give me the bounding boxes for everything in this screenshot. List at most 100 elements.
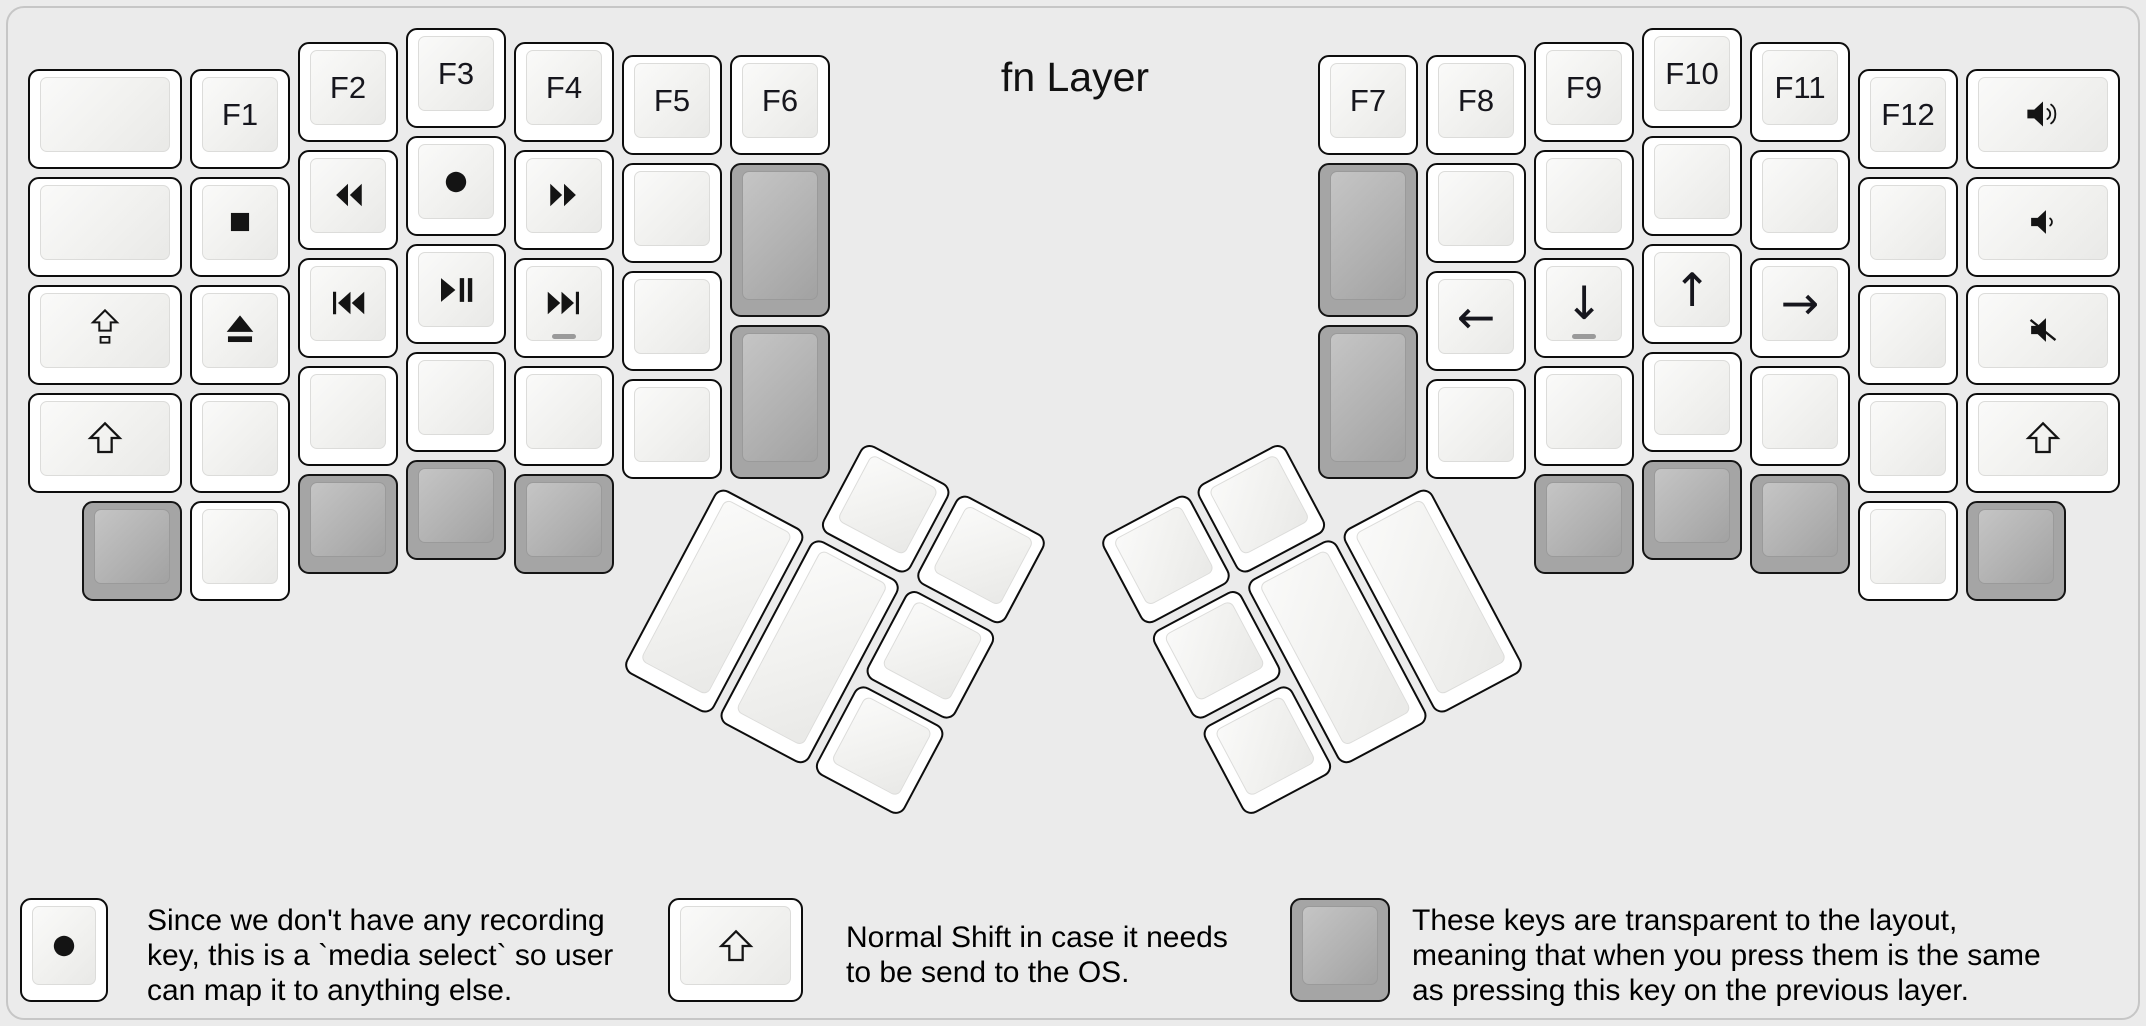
key-legend: ↓: [1564, 276, 1604, 330]
shift-note-text: Normal Shift in case it needs to be send…: [846, 921, 1228, 989]
key-stop[interactable]: [190, 176, 290, 277]
key-up-arrow[interactable]: ↑: [1642, 244, 1742, 344]
key-eject[interactable]: [190, 284, 290, 385]
key-blank[interactable]: [406, 352, 506, 452]
key-transparent[interactable]: [514, 473, 614, 574]
legend-key-transparent: [1290, 898, 1390, 1002]
caps-lock-icon: [90, 308, 120, 344]
key-blank[interactable]: [622, 163, 722, 263]
key-rewind[interactable]: [298, 149, 398, 250]
key-transparent[interactable]: [1750, 473, 1850, 574]
key-skip-forward[interactable]: [514, 257, 614, 358]
key-transparent[interactable]: [1318, 325, 1418, 479]
key-blank[interactable]: [1858, 284, 1958, 385]
keyboard-right-half: F7 F8 ← F9 ↓ F10 ↑ F11 → F12: [1314, 24, 2120, 618]
key-play-pause[interactable]: [406, 244, 506, 344]
volume-up-icon: [2027, 101, 2057, 127]
key-f7[interactable]: F7: [1318, 55, 1418, 155]
key-blank[interactable]: [1750, 365, 1850, 466]
key-blank[interactable]: [1642, 136, 1742, 236]
key-blank[interactable]: [514, 365, 614, 466]
key-legend: F1: [221, 96, 259, 132]
key-record[interactable]: [406, 136, 506, 236]
key-mute[interactable]: [1966, 284, 2120, 385]
key-shift[interactable]: [1966, 392, 2120, 493]
record-icon: [445, 171, 467, 192]
key-legend: F10: [1665, 56, 1719, 91]
key-transparent[interactable]: [82, 500, 182, 601]
key-shift[interactable]: [28, 392, 182, 493]
key-blank[interactable]: [1750, 149, 1850, 250]
keyboard-left-half: F1 F2 F3 F4 F5 F6: [24, 24, 830, 618]
key-transparent[interactable]: [406, 460, 506, 560]
stop-icon: [230, 212, 250, 232]
key-transparent[interactable]: [1534, 473, 1634, 574]
key-blank[interactable]: [28, 68, 182, 169]
key-f6[interactable]: F6: [730, 55, 830, 155]
key-blank[interactable]: [1858, 392, 1958, 493]
key-transparent[interactable]: [1642, 460, 1742, 560]
key-legend: F11: [1774, 69, 1826, 105]
fast-forward-icon: [550, 183, 576, 207]
key-f8[interactable]: F8: [1426, 55, 1526, 155]
key-left-arrow[interactable]: ←: [1426, 271, 1526, 371]
key-f12[interactable]: F12: [1858, 68, 1958, 169]
key-legend: F12: [1881, 96, 1935, 132]
mute-icon: [2029, 318, 2057, 342]
key-volume-up[interactable]: [1966, 68, 2120, 169]
rewind-icon: [336, 183, 362, 207]
key-f5[interactable]: F5: [622, 55, 722, 155]
key-blank[interactable]: [1426, 163, 1526, 263]
key-legend: F7: [1349, 83, 1387, 118]
key-legend: F4: [545, 69, 583, 105]
layer-title: fn Layer: [1000, 54, 1150, 100]
key-f4[interactable]: F4: [514, 41, 614, 142]
key-f11[interactable]: F11: [1750, 41, 1850, 142]
key-legend: F8: [1457, 83, 1495, 118]
key-blank[interactable]: [28, 176, 182, 277]
key-skip-back[interactable]: [298, 257, 398, 358]
key-blank[interactable]: [1642, 352, 1742, 452]
key-blank[interactable]: [298, 365, 398, 466]
key-transparent[interactable]: [1966, 500, 2066, 601]
key-f9[interactable]: F9: [1534, 41, 1634, 142]
eject-icon: [226, 315, 254, 343]
key-legend: ←: [1456, 289, 1496, 344]
homing-dash: [552, 334, 576, 340]
key-f3[interactable]: F3: [406, 28, 506, 128]
key-f1[interactable]: F1: [190, 68, 290, 169]
key-legend: F2: [329, 69, 367, 105]
key-transparent[interactable]: [1318, 163, 1418, 317]
key-legend: F6: [761, 83, 799, 118]
shift-icon: [87, 421, 123, 454]
key-legend: ↑: [1672, 262, 1712, 317]
skip-back-icon: [333, 291, 365, 315]
key-blank[interactable]: [190, 500, 290, 601]
key-blank[interactable]: [1426, 379, 1526, 479]
key-blank[interactable]: [622, 271, 722, 371]
key-blank[interactable]: [1534, 149, 1634, 250]
key-blank[interactable]: [622, 379, 722, 479]
key-right-arrow[interactable]: →: [1750, 257, 1850, 358]
key-legend: F5: [653, 83, 691, 118]
key-f2[interactable]: F2: [298, 41, 398, 142]
key-f10[interactable]: F10: [1642, 28, 1742, 128]
key-transparent[interactable]: [730, 325, 830, 479]
shift-icon: [718, 929, 753, 961]
homing-dash: [1572, 334, 1596, 340]
key-fast-forward[interactable]: [514, 149, 614, 250]
shift-icon: [2025, 421, 2061, 454]
play-pause-icon: [441, 277, 473, 302]
key-down-arrow[interactable]: ↓: [1534, 257, 1634, 358]
key-legend: F9: [1565, 69, 1603, 105]
key-transparent[interactable]: [730, 163, 830, 317]
key-blank[interactable]: [1534, 365, 1634, 466]
key-blank[interactable]: [1858, 176, 1958, 277]
key-volume-down[interactable]: [1966, 176, 2120, 277]
key-blank[interactable]: [1858, 500, 1958, 601]
legend-key-shift: [668, 898, 803, 1002]
key-caps-lock[interactable]: [28, 284, 182, 385]
key-transparent[interactable]: [298, 473, 398, 574]
key-blank[interactable]: [190, 392, 290, 493]
